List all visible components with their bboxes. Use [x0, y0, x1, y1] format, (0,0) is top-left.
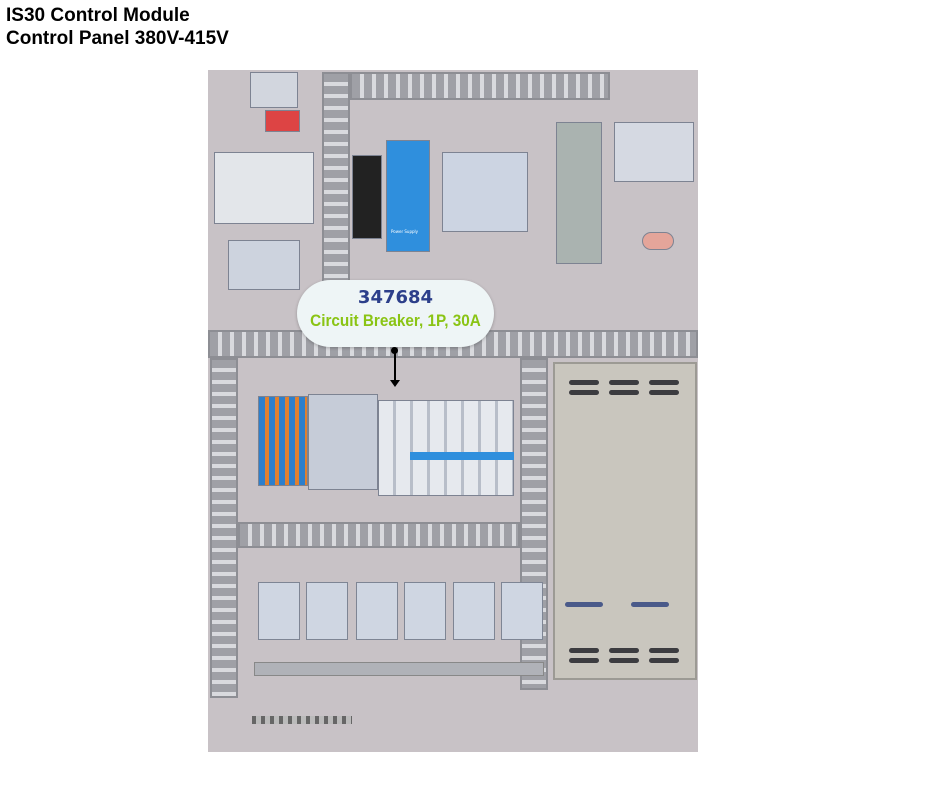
part-number: 347684	[357, 287, 434, 308]
solid-state-relay	[453, 582, 495, 640]
solid-state-relay	[404, 582, 446, 640]
terminal-blocks-blue-orange	[258, 396, 308, 486]
power-supply-label: Power Supply	[391, 229, 418, 234]
io-module	[228, 240, 300, 290]
wire-duct-horizontal-lower	[238, 522, 520, 548]
black-relay	[352, 155, 382, 239]
ground-bar	[252, 716, 352, 724]
gland-plate	[642, 232, 674, 250]
busbar-comb	[410, 452, 514, 460]
circuit-breakers	[378, 400, 514, 496]
part-description: Circuit Breaker, 1P, 30A	[310, 311, 481, 330]
terminal-block	[250, 72, 298, 108]
plc-module	[214, 152, 314, 224]
solid-state-relay	[258, 582, 300, 640]
contactors	[442, 152, 528, 232]
motor-protectors	[308, 394, 378, 490]
power-supply: Power Supply	[386, 140, 430, 252]
title-line-2: Control Panel 380V-415V	[6, 28, 229, 49]
solid-state-relay	[501, 582, 543, 640]
red-terminals	[265, 110, 300, 132]
callout-dot	[391, 347, 398, 354]
wire-duct-horizontal-top	[350, 72, 610, 100]
panel-title: IS30 Control Module Control Panel 380V-4…	[6, 4, 229, 50]
din-rail	[254, 662, 544, 676]
heatsink-enclosure	[553, 362, 697, 680]
solid-state-relay	[356, 582, 398, 640]
callout-arrow-icon	[390, 380, 400, 387]
solid-state-relay	[306, 582, 348, 640]
title-line-1: IS30 Control Module	[6, 5, 190, 26]
part-callout: 347684 Circuit Breaker, 1P, 30A	[297, 280, 494, 347]
callout-pointer-line	[394, 352, 396, 382]
wire-duct-vertical-right	[520, 358, 548, 690]
terminal-covers	[614, 122, 694, 182]
fuse-holder	[556, 122, 602, 264]
wire-duct-vertical-left	[210, 358, 238, 698]
